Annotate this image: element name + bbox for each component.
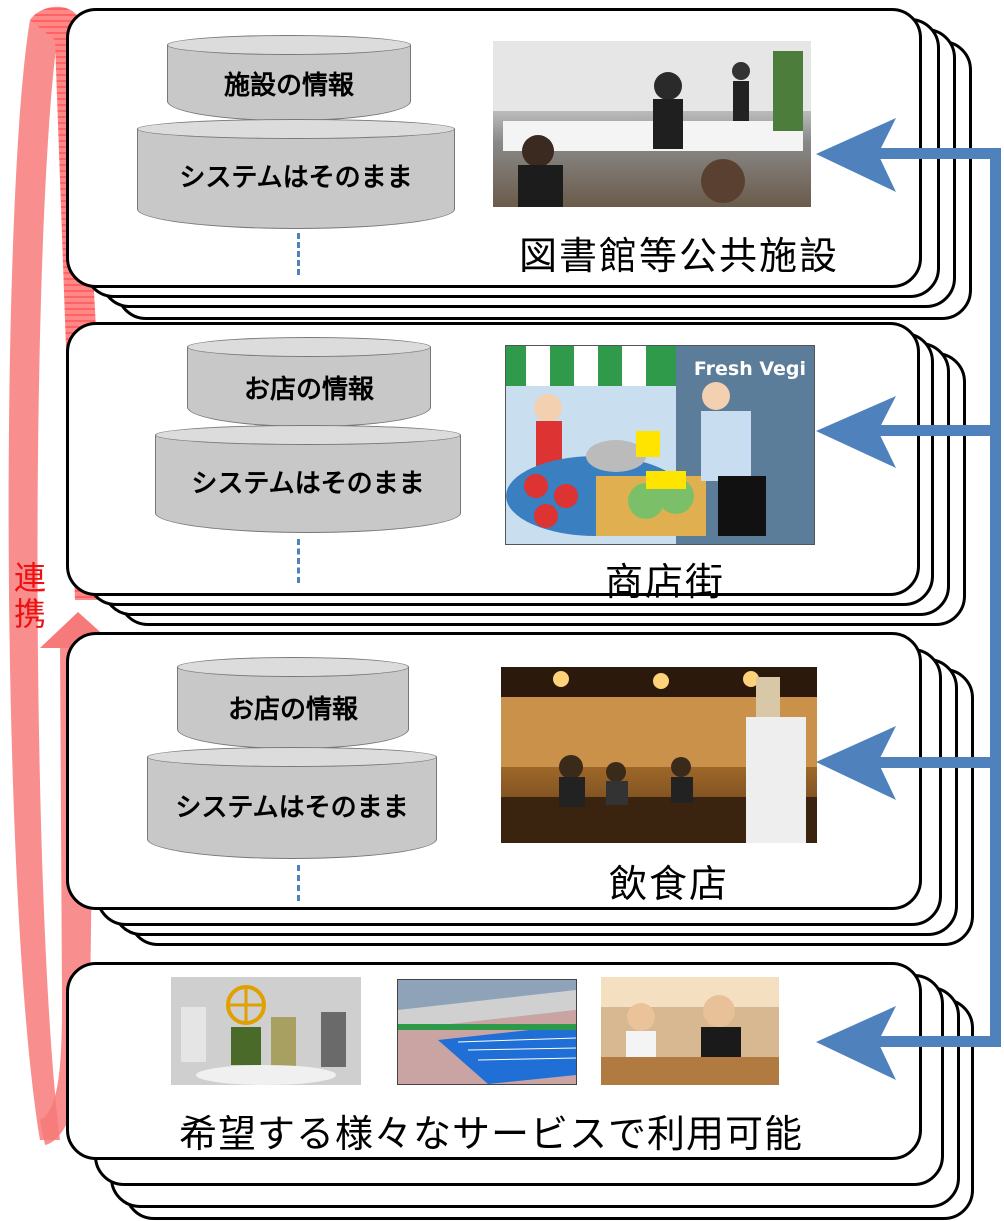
cylinder-facility-info: 施設の情報 — [167, 35, 411, 121]
cylinder-system: システムはそのまま — [137, 119, 455, 229]
panel-shopping-street: お店の情報 システムはそのまま Fresh Vegi — [66, 322, 920, 604]
other-services-caption: 希望する様々なサービスで利用可能 — [179, 1112, 804, 1156]
cylinder-facility-info-label: 施設の情報 — [223, 71, 354, 101]
renkei-label-line2: 携 — [14, 595, 47, 633]
facility-name-restaurant: 飲食店 — [609, 862, 730, 906]
panel-other-services: 希望する様々なサービスで利用可能 — [66, 962, 922, 1160]
connector-dash — [297, 233, 300, 275]
bakery-shop-photo — [601, 977, 779, 1085]
facility-name-library: 図書館等公共施設 — [519, 234, 840, 278]
restaurant-photo-icon — [501, 667, 817, 843]
cylinder-system: システムはそのまま — [147, 747, 437, 859]
swimming-pool-illustration — [397, 979, 577, 1085]
swimming-pool-icon — [398, 980, 576, 1084]
cycle-arrow-left-band — [8, 20, 60, 1140]
renkei-label-line1: 連 — [14, 559, 47, 597]
library-photo-icon — [493, 41, 811, 207]
bakery-shop-icon — [601, 977, 779, 1085]
clothing-store-photo — [171, 977, 361, 1085]
connector-dash — [297, 539, 300, 583]
clothing-store-icon — [171, 977, 361, 1085]
cylinder-system: システムはそのまま — [155, 425, 461, 533]
panel-restaurant: お店の情報 システムはそのまま 飲食店 — [66, 632, 922, 910]
facility-name-shopping-street: 商店街 — [605, 560, 726, 604]
shop-illustration-icon — [506, 346, 814, 544]
cylinder-system-label: システムはそのまま — [175, 793, 409, 823]
cylinder-shop-info: お店の情報 — [187, 337, 431, 427]
cylinder-shop-info: お店の情報 — [177, 657, 409, 749]
cylinder-system-label: システムはそのまま — [191, 469, 425, 499]
shopping-street-illustration: Fresh Vegi — [505, 345, 815, 545]
cylinder-system-label: システムはそのまま — [179, 163, 413, 193]
fresh-vegi-sign: Fresh Vegi — [693, 358, 806, 380]
connector-dash — [297, 865, 300, 901]
library-counter-photo — [493, 41, 811, 207]
panel-library: 施設の情報 システムはそのまま 図書館等公共施設 — [66, 8, 922, 288]
restaurant-photo — [501, 667, 817, 843]
renkei-label: 連 携 — [14, 560, 46, 632]
cylinder-shop-info-label: お店の情報 — [227, 695, 358, 725]
cylinder-shop-info-label: お店の情報 — [243, 375, 374, 405]
